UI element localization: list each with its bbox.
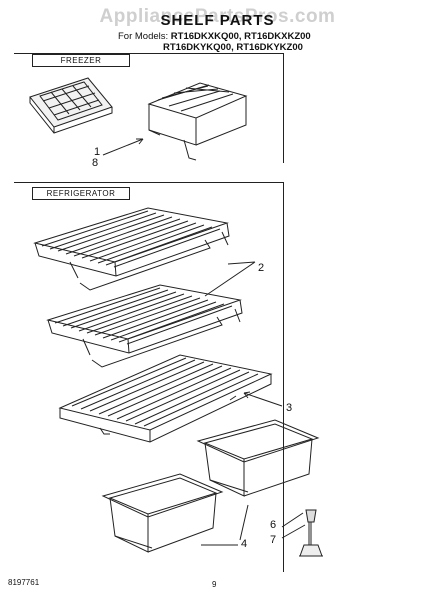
callout-7: 7 (270, 534, 277, 546)
callout-8: 8 (92, 157, 99, 169)
page-number: 9 (212, 580, 217, 589)
page-title: SHELF PARTS (160, 12, 275, 29)
leader-1-8 (102, 138, 144, 156)
freezer-frame-right (283, 53, 284, 163)
leader-3-arrow (243, 391, 251, 399)
callout-1: 1 (94, 146, 101, 158)
refrigerator-frame-top (14, 182, 284, 183)
model-list: For Models: RT16DKXKQ00, RT16DKXKZ00 RT1… (118, 31, 311, 53)
callout-3: 3 (286, 402, 293, 414)
crisper-right-drawing (196, 419, 320, 497)
leader-4 (201, 504, 249, 546)
shelf-upper-drawing (33, 207, 230, 291)
document-number: 8197761 (8, 578, 40, 587)
callout-4: 4 (241, 538, 248, 550)
refrigerator-frame-right (283, 182, 284, 572)
freezer-section-label: FREEZER (32, 54, 130, 67)
crisper-left-drawing (101, 473, 224, 553)
leader-6-7 (281, 512, 306, 539)
models-prefix: For Models: (118, 31, 169, 42)
models-line-1: RT16DKXKQ00, RT16DKXKZ00 (170, 31, 311, 42)
freezer-frame-top (14, 53, 284, 54)
crisper-cover-drawing (58, 354, 273, 443)
freezer-shelf-drawing (147, 82, 248, 161)
leader-3 (243, 392, 283, 407)
shelf-lower-drawing (46, 284, 243, 368)
ice-tray-drawing (29, 77, 113, 134)
callout-2: 2 (258, 262, 265, 274)
callout-6: 6 (270, 519, 277, 531)
watermark: AppliancePartsPros.com (99, 6, 336, 27)
leader-1-8-arrow (136, 138, 144, 145)
models-line-2: RT16DKYKQ00, RT16DKYKZ00 (163, 42, 303, 53)
shelf-support-drawing (299, 509, 323, 557)
refrigerator-section-label: REFRIGERATOR (32, 187, 130, 200)
leader-2 (204, 261, 256, 297)
